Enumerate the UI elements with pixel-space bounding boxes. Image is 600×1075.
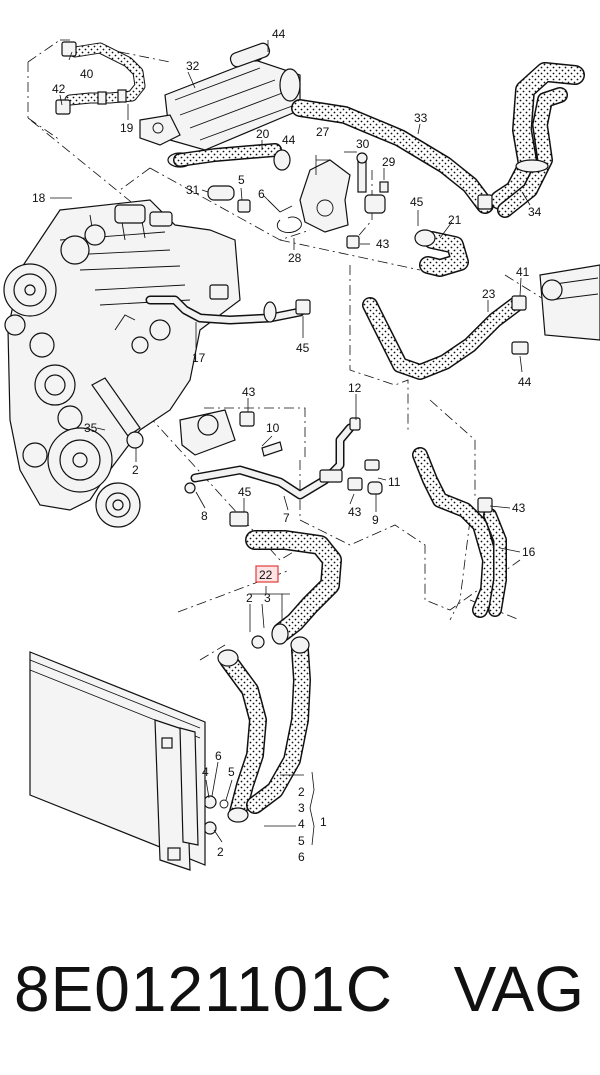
- callout-45c: 45: [238, 485, 252, 499]
- hose-20: [173, 143, 291, 171]
- callout-41: 41: [516, 265, 530, 279]
- callout-40: 40: [80, 67, 94, 81]
- hose-23: [362, 295, 527, 380]
- callout-8: 8: [201, 509, 208, 523]
- callout-21: 21: [448, 213, 462, 227]
- callout-35: 35: [84, 421, 98, 435]
- callout-7: 7: [283, 511, 290, 525]
- cooling-system-exploded-diagram: 40 44 32 42 19 33 20 44 27 30 29 34 18 3…: [3, 27, 600, 871]
- callout-32: 32: [186, 59, 200, 73]
- callout-1: 1: [320, 815, 327, 829]
- callout-6: 6: [258, 187, 265, 201]
- callout-bracket-group-1: [264, 771, 315, 846]
- hose-22: [245, 530, 342, 649]
- callout-33: 33: [414, 111, 428, 125]
- callout-23: 23: [482, 287, 496, 301]
- engine-block: [3, 199, 241, 528]
- callout-18: 18: [32, 191, 46, 205]
- callout-11: 11: [388, 475, 401, 489]
- callout-6c: 6: [298, 850, 305, 864]
- callout-22-highlighted: 22: [259, 568, 273, 582]
- hose-33: [291, 99, 494, 214]
- hose-16: [412, 447, 507, 618]
- callout-44c: 44: [518, 375, 532, 389]
- vacuum-hose-19: [55, 41, 146, 115]
- callout-43d: 43: [512, 501, 526, 515]
- callout-44: 44: [272, 27, 286, 41]
- callout-2a: 2: [132, 463, 139, 477]
- callout-19: 19: [120, 121, 134, 135]
- pipe-7: [184, 417, 383, 527]
- callout-45: 45: [410, 195, 424, 209]
- callout-27: 27: [316, 125, 330, 139]
- hose-34: [477, 62, 585, 218]
- radiator: [29, 651, 206, 871]
- callout-29: 29: [382, 155, 396, 169]
- callout-5c: 5: [298, 834, 305, 848]
- callout-42: 42: [52, 82, 66, 96]
- callout-4b: 4: [298, 817, 305, 831]
- part-22-highlight-box: [255, 565, 279, 583]
- small-parts-31-28: [207, 185, 302, 233]
- callout-45b: 45: [296, 341, 310, 355]
- pipe-17: [145, 284, 311, 325]
- thermostat-housing: [179, 409, 283, 457]
- leader-lines: [50, 40, 531, 843]
- callout-31: 31: [186, 183, 200, 197]
- lower-radiator-hoses: [203, 636, 311, 835]
- callout-34: 34: [528, 205, 542, 219]
- callout-2b: 2: [246, 591, 253, 605]
- part-number: 8E0121101C: [14, 953, 393, 1025]
- callout-6b: 6: [215, 749, 222, 763]
- callout-17: 17: [192, 351, 206, 365]
- callout-12: 12: [348, 381, 362, 395]
- coolant-flange-27: [299, 152, 389, 233]
- callout-10: 10: [266, 421, 280, 435]
- callout-2d: 2: [298, 785, 305, 799]
- callout-2c: 2: [217, 845, 224, 859]
- callout-5: 5: [238, 173, 245, 187]
- callout-9: 9: [372, 513, 379, 527]
- callout-16: 16: [522, 545, 536, 559]
- callout-20: 20: [256, 127, 270, 141]
- callout-4a: 4: [202, 765, 209, 779]
- callout-43b: 43: [242, 385, 256, 399]
- callout-28: 28: [288, 251, 302, 265]
- egr-cooler: [139, 42, 301, 168]
- expansion-tank: [511, 264, 600, 355]
- callout-43c: 43: [348, 505, 362, 519]
- callout-43: 43: [376, 237, 390, 251]
- callout-5b: 5: [228, 765, 235, 779]
- brand-label: VAG: [453, 953, 584, 1025]
- callout-3a: 3: [264, 591, 271, 605]
- hose-21: [346, 229, 469, 277]
- callout-3b: 3: [298, 801, 305, 815]
- callout-44b: 44: [282, 133, 296, 147]
- callout-labels: 40 44 32 42 19 33 20 44 27 30 29 34 18 3…: [32, 27, 542, 864]
- callout-30: 30: [356, 137, 370, 151]
